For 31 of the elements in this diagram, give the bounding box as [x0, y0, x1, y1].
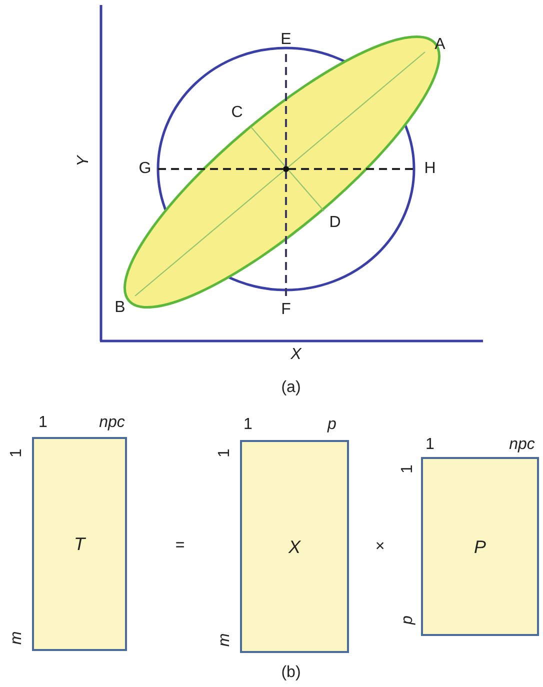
matrix-symbol: T	[74, 534, 85, 554]
point-label: H	[424, 160, 436, 178]
dimension-label: 1	[399, 464, 417, 474]
point-label: E	[280, 31, 292, 49]
panel-label: (b)	[281, 664, 301, 682]
dimension-label: 1	[426, 436, 434, 454]
dimension-label: npc	[99, 414, 125, 432]
dimension-label: p	[399, 616, 417, 624]
point-label: C	[231, 104, 243, 122]
matrix-box	[240, 440, 349, 653]
dimension-label: 1	[244, 416, 252, 434]
point-label: D	[329, 214, 341, 232]
dimension-label: 1	[38, 414, 48, 432]
point-label: B	[114, 299, 126, 317]
equals-sign: =	[175, 537, 185, 555]
point-label: G	[138, 160, 152, 178]
matrix-box	[32, 437, 127, 651]
matrix-symbol: P	[474, 536, 486, 556]
matrix-box	[421, 457, 539, 636]
times-sign: ×	[375, 538, 385, 556]
dimension-label: 1	[8, 448, 26, 458]
dimension-label: p	[328, 416, 336, 434]
axis-label: X	[290, 346, 302, 364]
dimension-label: m	[216, 633, 234, 647]
matrix-symbol: X	[288, 536, 300, 556]
point-label: F	[281, 301, 291, 319]
dimension-label: 1	[216, 448, 234, 458]
panel-label: (a)	[281, 379, 301, 397]
axis-label: Y	[75, 156, 93, 166]
dimension-label: npc	[509, 436, 535, 454]
dimension-label: m	[8, 631, 26, 645]
